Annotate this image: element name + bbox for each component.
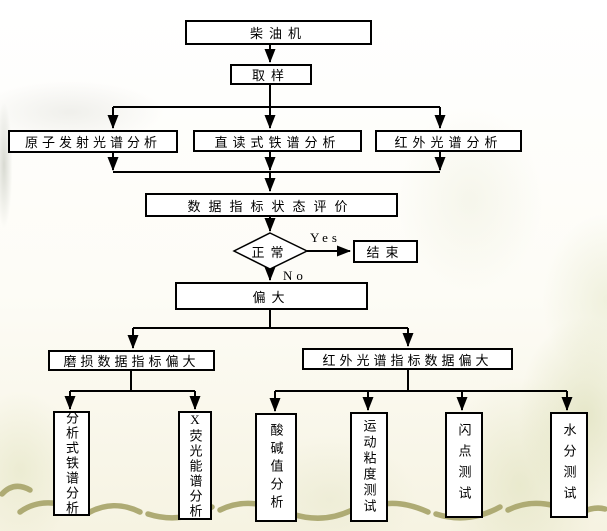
node-label: 分析式铁谱分析 [64, 411, 79, 516]
node-excessive: 偏大 [175, 282, 368, 310]
node-label: 红外光谱指标数据偏大 [322, 352, 493, 368]
label-yes: Yes [310, 230, 341, 245]
node-label: 数据指标状态评价 [187, 198, 356, 214]
decision-diamond [232, 232, 309, 270]
node-label: 运动粘度测试 [361, 419, 377, 515]
node-label: 直读式铁谱分析 [214, 134, 341, 150]
node-label: 闪点测试 [456, 423, 472, 507]
node-label: 取样 [251, 68, 290, 83]
node-label: X荧光能谱分析 [187, 412, 203, 519]
node-sampling: 取样 [230, 64, 312, 85]
node-label: 结束 [366, 245, 405, 260]
node-diesel-engine: 柴油机 [185, 20, 372, 45]
node-label: 酸碱值分析 [268, 422, 284, 513]
node-acid-base-analysis: 酸碱值分析 [255, 413, 297, 522]
node-moisture-test: 水分测试 [550, 412, 588, 518]
node-infrared-spectrum-analysis: 红外光谱分析 [375, 130, 522, 152]
node-flash-point-test: 闪点测试 [445, 412, 483, 518]
label-no: No [283, 268, 307, 283]
node-label: 水分测试 [561, 423, 577, 507]
node-label: 磨损数据指标偏大 [63, 354, 200, 369]
node-data-index-evaluation: 数据指标状态评价 [145, 193, 398, 217]
node-label: 原子发射光谱分析 [24, 135, 161, 150]
node-label: 偏大 [252, 289, 291, 305]
node-label: 正常 [251, 244, 290, 260]
node-atomic-emission-analysis: 原子发射光谱分析 [8, 130, 178, 153]
node-end: 结束 [353, 240, 418, 263]
decision-normal-label: 正常 [234, 240, 307, 262]
node-xray-fluorescence: X荧光能谱分析 [178, 411, 212, 520]
node-ir-data-excessive: 红外光谱指标数据偏大 [302, 348, 513, 370]
node-wear-data-excessive: 磨损数据指标偏大 [48, 350, 215, 371]
node-analytical-ferrography: 分析式铁谱分析 [53, 411, 90, 516]
node-viscosity-test: 运动粘度测试 [350, 412, 388, 522]
node-label: 柴油机 [249, 26, 307, 41]
node-label: 红外光谱分析 [394, 134, 503, 150]
node-direct-reading-ferrography: 直读式铁谱分析 [193, 130, 362, 152]
